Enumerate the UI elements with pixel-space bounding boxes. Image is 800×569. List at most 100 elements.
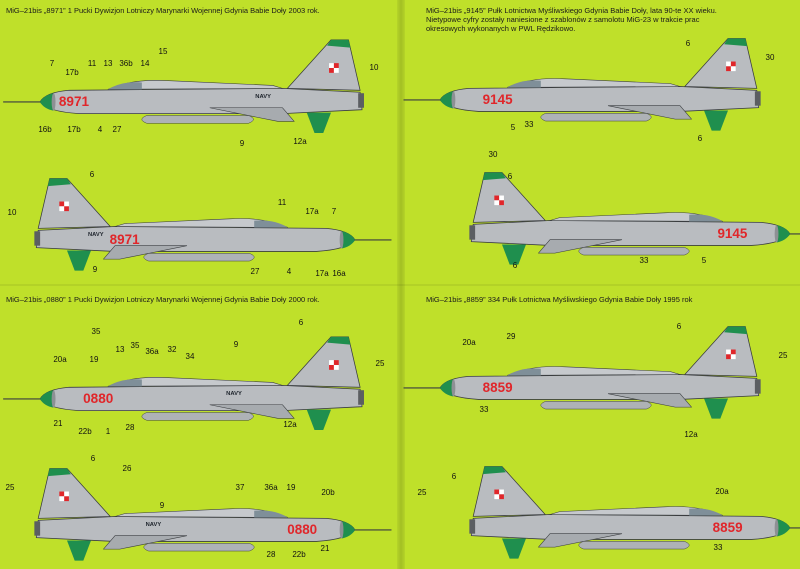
callout-number: 36a xyxy=(145,347,159,356)
callout-number: 6 xyxy=(90,170,95,179)
callout-number: 6 xyxy=(508,172,513,181)
ventral-fin xyxy=(66,540,91,561)
intake xyxy=(774,225,779,243)
wing xyxy=(607,105,693,120)
section-divider xyxy=(0,284,800,286)
checkerboard-insignia xyxy=(494,489,504,500)
exhaust-nozzle xyxy=(754,379,761,394)
callout-number: 28 xyxy=(126,423,135,432)
callout-number: 27 xyxy=(113,125,122,134)
caption-9145-line2: Nietypowe cyfry zostały naniesione z sza… xyxy=(426,15,700,24)
callout-number: 6 xyxy=(452,472,457,481)
drop-tank xyxy=(540,113,652,122)
callout-number: 7 xyxy=(50,59,55,68)
callout-number: 30 xyxy=(766,53,775,62)
callout-number: 1 xyxy=(106,427,111,436)
callout-number: 20b xyxy=(321,488,335,497)
checkerboard-insignia xyxy=(726,349,736,360)
fin-tip xyxy=(47,178,71,187)
callout-number: 10 xyxy=(370,63,379,72)
fin-tip xyxy=(724,326,748,335)
aircraft-9145-right: 9145 xyxy=(469,172,800,265)
callout-number: 17a xyxy=(305,207,319,216)
navy-marking: NAVY xyxy=(146,522,162,528)
ventral-fin xyxy=(704,110,728,131)
ventral-fin xyxy=(502,538,526,559)
drop-tank xyxy=(143,253,255,262)
aircraft-9145-left: 9145 xyxy=(403,38,761,131)
callout-number: 13 xyxy=(116,345,125,354)
callout-number: 6 xyxy=(686,39,691,48)
serial-number: 8859 xyxy=(483,380,513,395)
callout-number: 6 xyxy=(677,322,682,331)
navy-marking: NAVY xyxy=(255,94,271,100)
nose-cone xyxy=(776,225,790,243)
caption-8859: MiG–21bis „8859” 334 Pułk Lotnictwa Myśl… xyxy=(426,295,693,304)
callout-number: 14 xyxy=(141,59,150,68)
drop-tank xyxy=(578,541,690,550)
callout-number: 20a xyxy=(715,487,729,496)
nose-cone xyxy=(341,521,355,539)
exhaust-nozzle xyxy=(34,521,41,536)
nose-cone xyxy=(40,93,54,111)
serial-number: 9145 xyxy=(483,92,513,107)
callout-number: 10 xyxy=(8,208,17,217)
callout-number: 19 xyxy=(287,483,296,492)
intake xyxy=(451,379,456,397)
serial-number: 8859 xyxy=(713,520,743,535)
exhaust-nozzle xyxy=(34,231,41,246)
caption-9145-line3: okresowych wykonanych w PWL Rędzikowo. xyxy=(426,24,576,33)
callout-number: 4 xyxy=(287,267,292,276)
canopy xyxy=(507,80,541,88)
callout-number: 21 xyxy=(321,544,330,553)
callout-number: 9 xyxy=(160,501,165,510)
callout-number: 34 xyxy=(186,352,195,361)
exhaust-nozzle xyxy=(358,93,364,108)
aircraft-8859-left: 8859 xyxy=(403,326,761,419)
callout-number: 6 xyxy=(698,134,703,143)
callout-number: 20a xyxy=(462,338,476,347)
intake xyxy=(51,93,56,111)
serial-number: 0880 xyxy=(83,391,113,406)
navy-marking: NAVY xyxy=(88,232,104,238)
exhaust-nozzle xyxy=(358,390,364,405)
caption-0880: MiG–21bis „0880” 1 Pucki Dywizjon Lotnic… xyxy=(6,295,320,304)
aircraft-8859-right: 8859 xyxy=(469,466,800,559)
nose-cone xyxy=(440,91,454,109)
callout-number: 9 xyxy=(234,340,239,349)
wing xyxy=(209,404,295,419)
callout-number: 17b xyxy=(67,125,81,134)
callout-number: 25 xyxy=(418,488,427,497)
fuselage xyxy=(35,226,356,252)
intake xyxy=(339,231,344,249)
checkerboard-insignia xyxy=(59,491,69,502)
wing xyxy=(102,245,188,260)
callout-number: 35 xyxy=(131,341,140,350)
vertical-fin xyxy=(37,178,112,229)
callout-number: 20a xyxy=(53,355,67,364)
wing xyxy=(607,393,693,408)
canopy xyxy=(107,82,142,90)
callout-number: 19 xyxy=(90,355,99,364)
nose-cone xyxy=(40,390,54,408)
intake xyxy=(451,91,456,109)
fin-tip xyxy=(327,39,351,48)
intake xyxy=(51,390,56,408)
exhaust-nozzle xyxy=(469,225,476,240)
serial-number: 8971 xyxy=(59,94,90,109)
callout-number: 11 xyxy=(278,198,287,207)
callout-number: 16b xyxy=(38,125,52,134)
drop-tank xyxy=(578,247,690,256)
navy-marking: NAVY xyxy=(226,391,242,397)
drop-tank xyxy=(143,543,255,552)
callout-number: 25 xyxy=(779,351,788,360)
caption-9145-line1: MiG–21bis „9145” Pułk Lotnictwa Myśliwsk… xyxy=(426,6,717,15)
aircraft-0880-left: 0880 NAVY xyxy=(3,336,364,430)
ventral-fin xyxy=(502,244,526,265)
serial-number: 8971 xyxy=(110,232,140,247)
canopy xyxy=(107,379,142,387)
serial-number: 9145 xyxy=(717,226,747,241)
